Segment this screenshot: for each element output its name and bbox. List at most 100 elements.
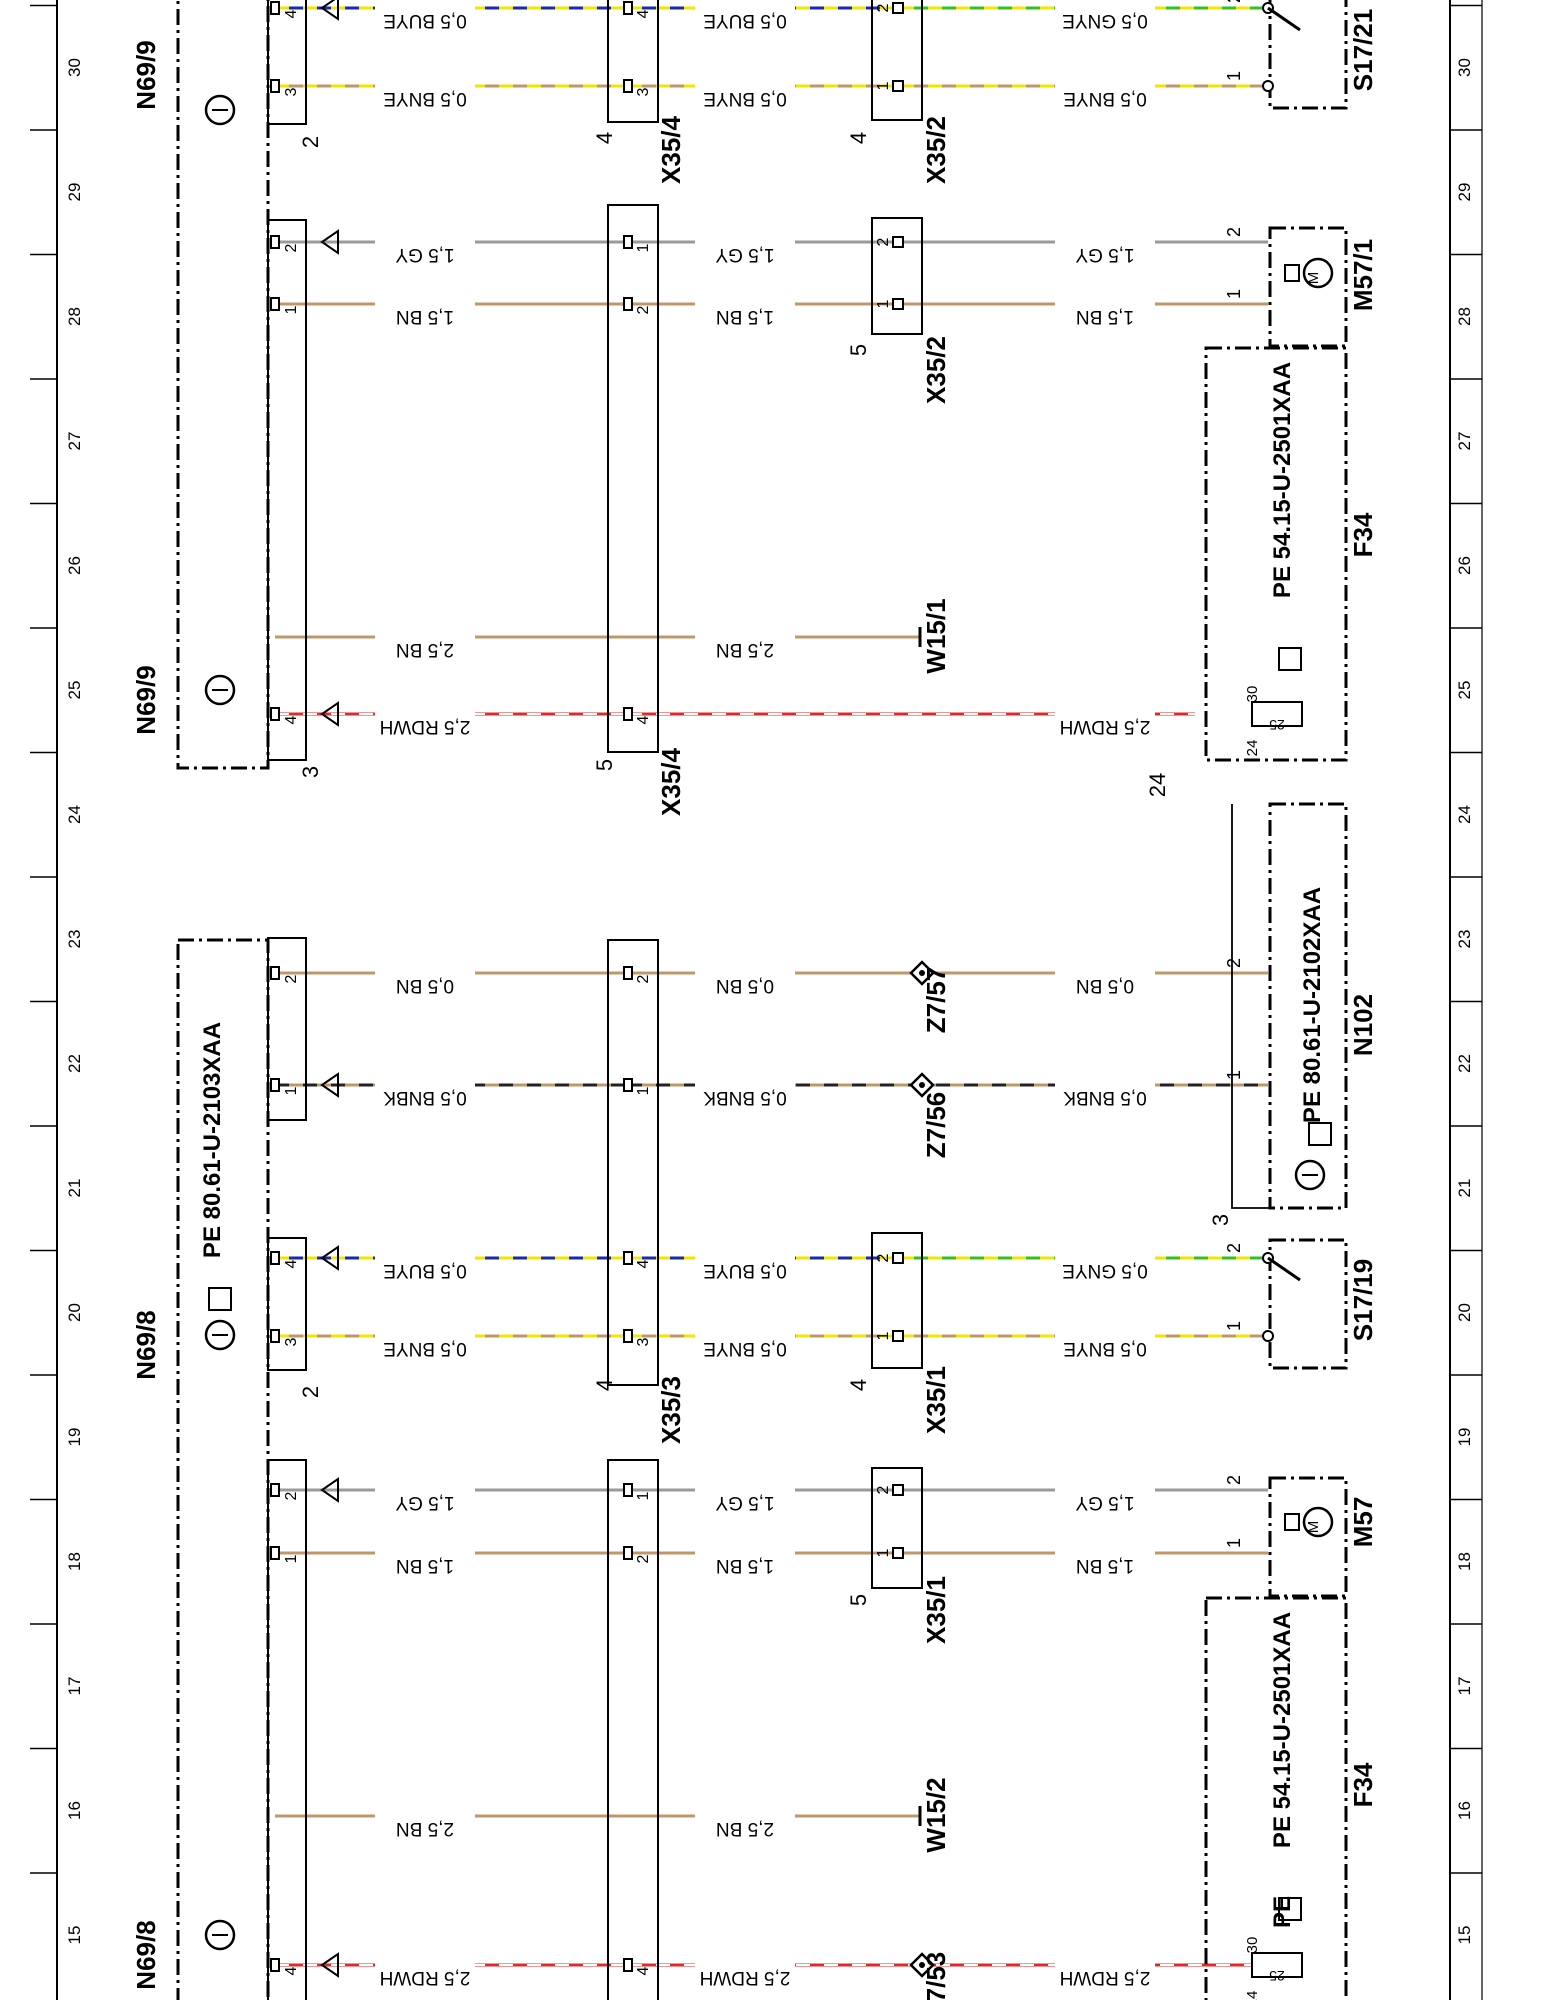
wire-label: 0,5 GNYE xyxy=(1062,10,1148,31)
reference-code: PE xyxy=(1269,1896,1296,1928)
wire-label-bg xyxy=(695,1246,795,1270)
grid-number-left: 17 xyxy=(65,1677,84,1696)
grid-number-right: 30 xyxy=(1455,58,1474,77)
component-label: N102 xyxy=(1348,994,1378,1056)
wire-label: 2,5 RDWH xyxy=(1060,716,1151,737)
terminal xyxy=(270,966,280,980)
terminal xyxy=(892,1484,904,1496)
grid-number-left: 28 xyxy=(65,307,84,326)
labels: 2442133122121121442221112442133122121121… xyxy=(131,0,1378,2000)
reference-code: PE 80.61-U-2102XAA xyxy=(1299,887,1326,1123)
module-boundary xyxy=(1268,802,1348,1210)
module-boundary xyxy=(1268,226,1348,348)
connector-body xyxy=(267,1237,307,1371)
terminal xyxy=(270,1483,280,1497)
wire-label-bg xyxy=(695,1953,795,1977)
component-label: Z7/53 xyxy=(921,1952,951,2000)
terminal xyxy=(623,79,633,93)
wire-label: 0,5 BUYE xyxy=(383,1260,466,1281)
component-label: X35/4 xyxy=(656,747,686,815)
module-boundary xyxy=(1204,1596,1348,2000)
component-label: M57 xyxy=(1348,1497,1378,1548)
pin-number: 2 xyxy=(635,305,652,314)
connector-body xyxy=(607,204,659,753)
wire-label-bg xyxy=(1055,702,1155,726)
wire-label: 2,5 BN xyxy=(396,1818,454,1839)
grid-number-left: 21 xyxy=(65,1179,84,1198)
pin-number: 2 xyxy=(1224,0,1244,3)
motor-brush xyxy=(1284,264,1300,282)
wire-label-bg xyxy=(695,961,795,985)
fuse-pin-out: 24 xyxy=(1244,740,1261,757)
terminal xyxy=(623,1546,633,1560)
motor-symbol xyxy=(1302,1506,1334,1538)
terminal xyxy=(270,1078,280,1092)
grid-number-right: 24 xyxy=(1455,805,1474,824)
pin-number: 1 xyxy=(1224,289,1244,299)
switch-blade xyxy=(1267,6,1301,32)
pin-number: 2 xyxy=(1224,1475,1244,1485)
terminal xyxy=(623,1958,633,1972)
grid-number-right: 19 xyxy=(1455,1428,1474,1447)
component-label: N69/9 xyxy=(131,665,161,734)
connector-body xyxy=(871,217,923,335)
wire-label-bg xyxy=(1055,1324,1155,1348)
switch-blade xyxy=(1267,1256,1301,1282)
pin-number: 1 xyxy=(283,1086,300,1095)
wire-label-bg xyxy=(1055,0,1155,20)
terminal xyxy=(892,298,904,310)
pin-number: 1 xyxy=(283,1554,300,1563)
arrow-marker xyxy=(320,229,339,255)
arrow-marker xyxy=(320,1245,339,1271)
pin-number: 1 xyxy=(875,1331,892,1340)
wire-label-bg xyxy=(695,292,795,316)
wire-label-bg xyxy=(375,230,475,254)
connector-body xyxy=(871,1467,923,1589)
wire-label: 0,5 BN xyxy=(716,975,774,996)
terminal xyxy=(623,1,633,15)
terminal xyxy=(623,1483,633,1497)
pin-number: 2 xyxy=(1224,1243,1244,1253)
pin-number: 3 xyxy=(635,1337,652,1346)
connector-pin-count: 4 xyxy=(846,132,871,144)
wire-label-bg xyxy=(375,0,475,20)
pin-number: 4 xyxy=(635,715,652,724)
grid-number-right: 17 xyxy=(1455,1677,1474,1696)
fuse-rating: 25 xyxy=(1269,717,1285,733)
terminal xyxy=(892,236,904,248)
fuse-rating: 25 xyxy=(1269,1968,1285,1984)
grid-number-left: 15 xyxy=(65,1926,84,1945)
pin-number: 4 xyxy=(635,1259,652,1268)
wire-label: 1,5 GY xyxy=(1075,1492,1134,1513)
fuse-pin-out: 24 xyxy=(1244,1991,1261,2000)
component-label: X35/2 xyxy=(921,116,951,184)
grid-number-right: 26 xyxy=(1455,556,1474,575)
fuse-symbol xyxy=(1251,701,1303,727)
wire-label: 0,5 BUYE xyxy=(703,1260,786,1281)
terminal xyxy=(892,1330,904,1342)
wire-label-bg xyxy=(1055,292,1155,316)
grid-number-left: 27 xyxy=(65,432,84,451)
grid-number-left: 22 xyxy=(65,1054,84,1073)
grid-number-left: 19 xyxy=(65,1428,84,1447)
wire-label-bg xyxy=(1055,1541,1155,1565)
pin-number: 4 xyxy=(283,9,300,18)
connector-pin-count: 24 xyxy=(1145,773,1170,797)
terminal xyxy=(623,707,633,721)
connector-body xyxy=(871,0,923,121)
pin-number: 2 xyxy=(875,1253,892,1262)
grid-number-right: 20 xyxy=(1455,1303,1474,1322)
connector-pin-count: 4 xyxy=(846,1379,871,1391)
terminal xyxy=(623,235,633,249)
component-label: X35/4 xyxy=(656,115,686,183)
pin-number: 1 xyxy=(875,299,892,308)
component-label: X35/1 xyxy=(921,1366,951,1434)
component-label: X35/2 xyxy=(921,336,951,404)
wire-label-bg xyxy=(375,1246,475,1270)
splice-dot xyxy=(919,1082,925,1088)
wire-label-bg xyxy=(1055,961,1155,985)
wire-label-bg xyxy=(375,74,475,98)
pin-number: 2 xyxy=(875,3,892,12)
grid-number-right: 16 xyxy=(1455,1801,1474,1820)
